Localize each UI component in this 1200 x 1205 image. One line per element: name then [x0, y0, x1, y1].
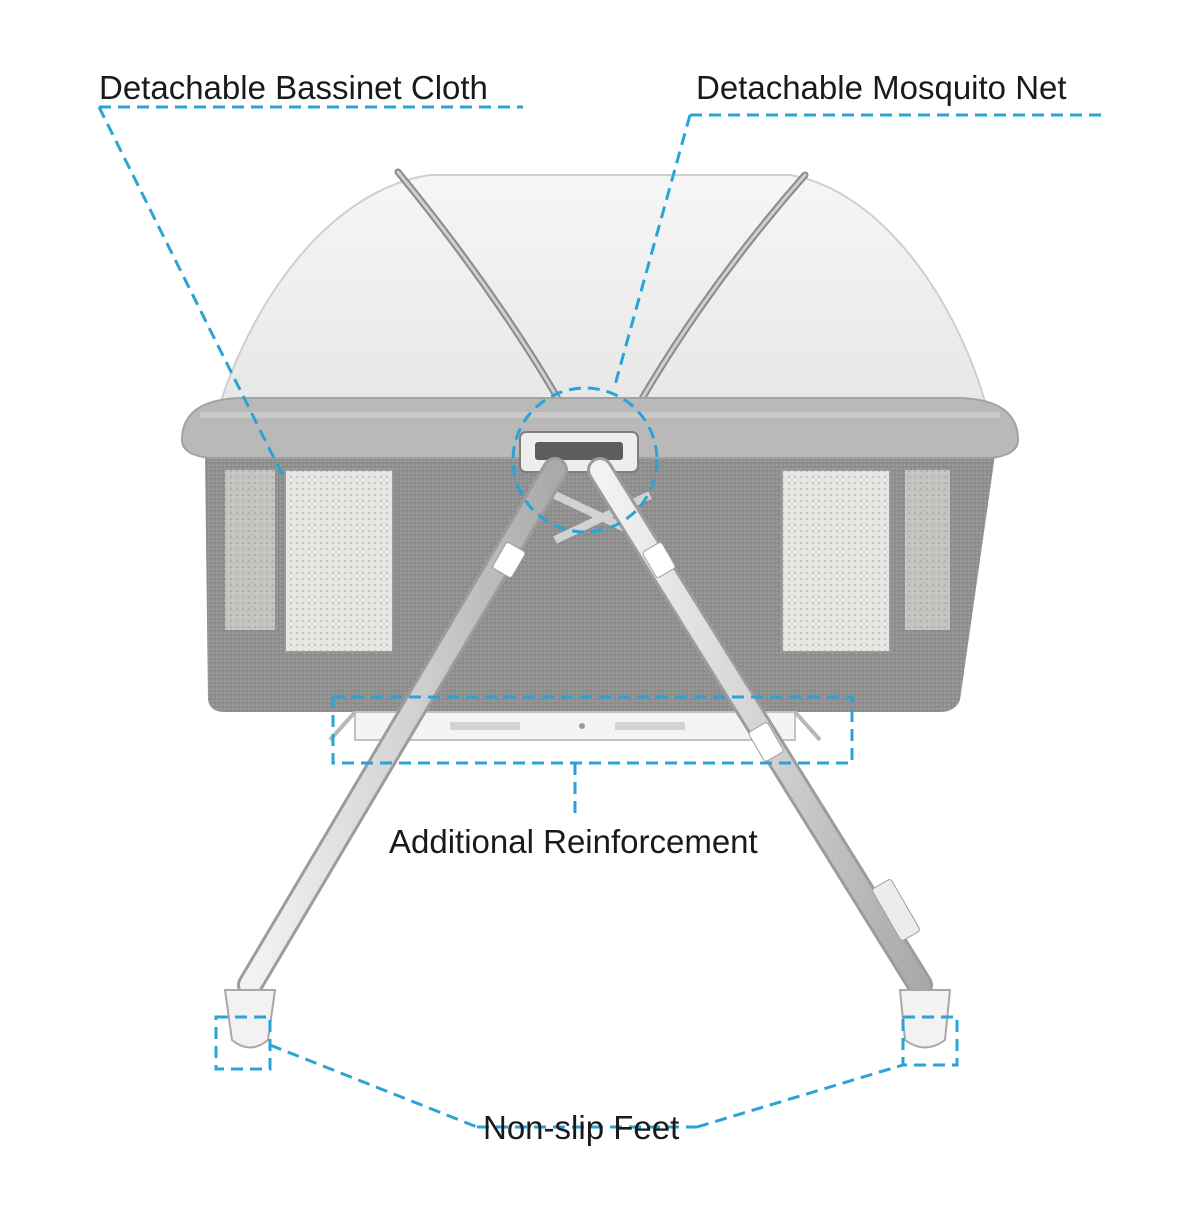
reinforcement-bar — [328, 710, 822, 742]
callout-label-reinforcement: Additional Reinforcement — [389, 823, 758, 860]
non-slip-feet — [223, 989, 952, 1049]
x-frame-legs — [237, 457, 933, 998]
callout-label-bassinet-cloth: Detachable Bassinet Cloth — [99, 69, 488, 106]
callout-lines — [97, 105, 1103, 1129]
callout-label-feet: Non-slip Feet — [483, 1109, 680, 1146]
mosquito-net — [213, 174, 992, 421]
callout-label-mosquito-net: Detachable Mosquito Net — [696, 69, 1067, 106]
bassinet-basket — [180, 397, 1020, 712]
